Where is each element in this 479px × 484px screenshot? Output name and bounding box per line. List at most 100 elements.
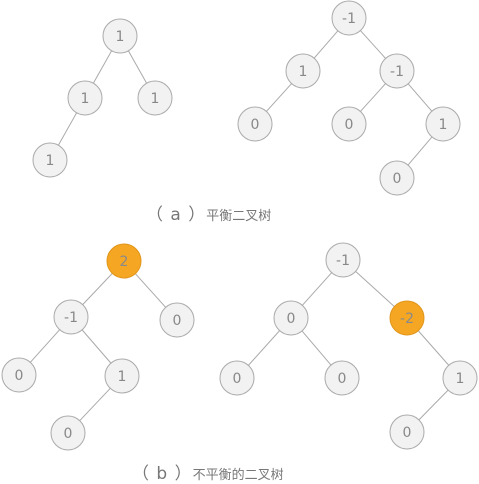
tree-edge [134, 273, 167, 308]
node-circle [137, 80, 173, 116]
node-label: 0 [287, 311, 296, 327]
caption-a-label: （ a ） [146, 205, 207, 225]
tree-edge [301, 330, 332, 366]
caption-a-text: 平衡二叉树 [206, 209, 272, 224]
node-label: 0 [393, 171, 402, 187]
node-label: 1 [439, 117, 448, 133]
tree-node: 1 [104, 358, 140, 394]
unbalanced-tree-node: 2 [106, 243, 142, 279]
node-circle [331, 0, 367, 36]
node-label: 0 [15, 368, 24, 384]
node-circle [285, 53, 321, 89]
node-label: 0 [338, 371, 347, 387]
node-circle [273, 300, 309, 336]
node-circle [389, 414, 425, 450]
node-circle [53, 299, 89, 335]
node-label: 1 [46, 153, 55, 169]
tree-node: 1 [425, 106, 461, 142]
tree-edge [407, 136, 433, 166]
tree-b-left: 2 -1 0 0 1 0 [1, 243, 195, 451]
tree-edge [29, 329, 61, 363]
node-label: 0 [173, 313, 182, 329]
node-label: 1 [299, 64, 308, 80]
tree-node: -1 [379, 53, 415, 89]
caption-b-label: （ b ） [132, 464, 193, 484]
node-label: -1 [64, 310, 78, 326]
node-circle [379, 53, 415, 89]
unbalanced-tree-node: -2 [389, 300, 425, 336]
node-label: 1 [81, 91, 90, 107]
tree-edge [57, 112, 78, 146]
node-circle [106, 243, 142, 279]
caption-b: （ b ）不平衡的二叉树 [132, 459, 284, 484]
node-circle [104, 358, 140, 394]
node-circle [425, 106, 461, 142]
tree-node: 0 [389, 414, 425, 450]
tree-edge [418, 389, 449, 421]
tree-edge [266, 83, 292, 112]
tree-edge [127, 50, 148, 84]
tree-edge [82, 273, 113, 305]
node-circle [50, 415, 86, 451]
node-circle [32, 142, 68, 178]
tree-node: 0 [324, 360, 360, 396]
node-label: 0 [403, 425, 412, 441]
tree-node: -1 [331, 0, 367, 36]
tree-edge [313, 30, 339, 59]
tree-node: 1 [442, 360, 478, 396]
tree-edge [81, 329, 112, 364]
node-label: -1 [390, 64, 404, 80]
caption-a: （ a ）平衡二叉树 [146, 200, 271, 225]
tree-edge [301, 272, 333, 306]
tree-node: 0 [159, 302, 195, 338]
node-label: 0 [345, 117, 354, 133]
tree-node: 0 [331, 106, 367, 142]
tree-node: -1 [53, 299, 89, 335]
node-circle [324, 360, 360, 396]
node-circle [67, 80, 103, 116]
node-circle [389, 300, 425, 336]
node-circle [442, 360, 478, 396]
node-label: 2 [120, 254, 129, 270]
node-circle [331, 106, 367, 142]
tree-node: 1 [137, 80, 173, 116]
tree-node: 0 [1, 357, 37, 393]
tree-node: 0 [219, 360, 255, 396]
tree-node: 1 [102, 18, 138, 54]
node-label: -1 [342, 11, 356, 27]
tree-node: 0 [379, 160, 415, 196]
node-circle [379, 160, 415, 196]
tree-node: -1 [325, 242, 361, 278]
tree-node: 1 [32, 142, 68, 178]
node-label: 0 [233, 371, 242, 387]
tree-node: 1 [67, 80, 103, 116]
tree-a-right: -1 1 -1 0 0 1 0 [237, 0, 461, 196]
tree-edge [92, 50, 113, 84]
node-circle [1, 357, 37, 393]
node-label: 1 [151, 91, 160, 107]
tree-node: 0 [237, 106, 273, 142]
node-label: 0 [251, 117, 260, 133]
tree-edge [79, 387, 111, 422]
tree-edge [407, 83, 433, 112]
node-circle [102, 18, 138, 54]
node-circle [219, 360, 255, 396]
tree-edge [355, 271, 395, 307]
tree-node: 1 [285, 53, 321, 89]
node-label: 1 [118, 369, 127, 385]
tree-edge [417, 330, 450, 366]
node-circle [237, 106, 273, 142]
node-label: -1 [336, 253, 350, 269]
tree-b-right: -1 0 -2 0 0 1 0 [219, 242, 478, 450]
node-label: 1 [116, 29, 125, 45]
node-label: 0 [64, 426, 73, 442]
node-circle [159, 302, 195, 338]
caption-b-text: 不平衡的二叉树 [192, 468, 284, 483]
node-label: -2 [400, 311, 414, 327]
tree-node: 0 [273, 300, 309, 336]
node-circle [325, 242, 361, 278]
tree-edge [360, 30, 386, 59]
tree-edge [360, 83, 386, 112]
tree-node: 0 [50, 415, 86, 451]
